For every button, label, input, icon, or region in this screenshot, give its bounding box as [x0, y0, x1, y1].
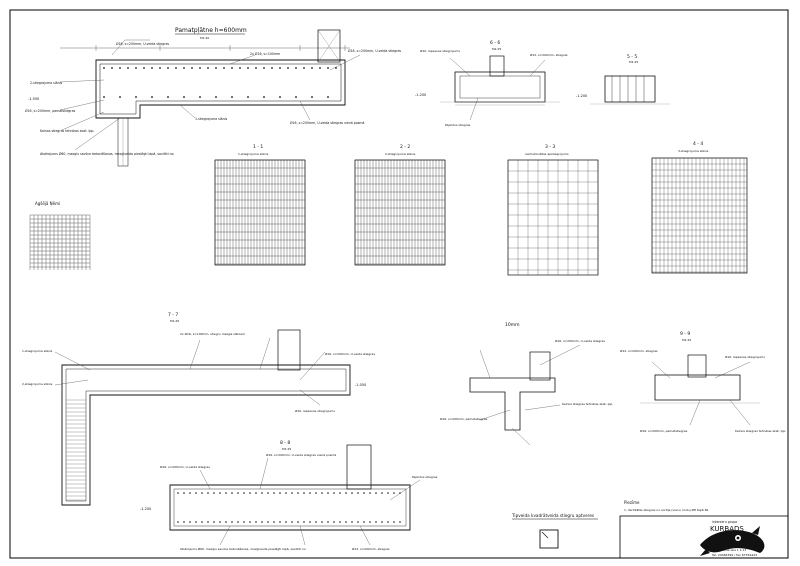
callout-8-8-e: Ø12, s=200mm, stiegras: [352, 546, 390, 551]
level-3: -1.200: [576, 94, 587, 98]
title-block: inženieru grupa KURBADS Rīga, Marsa iela…: [619, 515, 789, 559]
callout-9-d: Kalnos stiegras tehnikas skat. lpp.: [735, 429, 786, 433]
section-10: 10mm Ø16, s=200mm, U-veida stiegras Ø16,…: [440, 322, 613, 446]
notes-text: 1. Vertikālās stiegras no sortiļa (vienu…: [624, 507, 709, 512]
section-8-8: 8 - 8 M1:25 Ø16, s=200mm, U-veida stiegr…: [140, 440, 438, 551]
typical-stirrup-title: Tipveida kvadrātveida stiegru aptveres: [511, 513, 594, 518]
section-6-6: 6 - 6 M1:25 Ø10, lapsenes stiegrojums Ø1…: [415, 40, 568, 127]
section-5-5: 5 - 5 M1:25 -1.200: [576, 54, 670, 105]
callout-8-8-a: Ø16, s=200mm, U-veida stiegras: [160, 464, 210, 469]
section-6-6-scale: M1:25: [492, 47, 501, 51]
callout-5: Atsērojums Ø60, mezglu savilce betonēšan…: [40, 151, 174, 156]
callout-8-8-b: Ø16, s=200mm, U-veida stiegras vienā pos…: [266, 452, 336, 457]
level-2: -1.200: [415, 93, 426, 97]
company-address: Rīga, Marsa iela 1 k.13: [712, 548, 746, 552]
callout-9-a: Ø12, s=200mm, stiegras: [620, 348, 658, 353]
section-3-3: 3 - 3 restrukturētas apstiegrojums: [507, 144, 599, 276]
callout-4: Kalnos stiegras tehnikas skat. lpp.: [40, 129, 94, 133]
main-section-scale: M1:20: [200, 36, 209, 40]
section-9-9: 9 - 9 M1:25 Ø12, s=200mm, stiegras Ø10, …: [620, 331, 786, 433]
callout-12: Papildus stiegras: [445, 123, 471, 127]
callout-10-d: Kalnos stiegras tehnikas skat. lpp.: [562, 402, 613, 406]
callout-10: Ø10, lapsenes stiegrojums: [420, 48, 460, 53]
callout-10-c: Ø16, s=200mm, pamatstiegras: [440, 416, 488, 421]
typical-stirrup-detail: Tipveida kvadrātveida stiegru aptveres: [511, 513, 598, 549]
section-4-4-title: 4 - 4: [693, 141, 703, 147]
callout-8-8-d: Atsērojums Ø60, mezglu savilce betonēšan…: [180, 546, 306, 551]
callout-6: 1-stiegrojuma slānis: [195, 117, 228, 121]
company-contact: Tel. 29466399 / fax 67359443: [711, 553, 757, 557]
callout-7-7-c: 2x Ø16, s=100mm, stiegru mezgls slāniem: [180, 331, 245, 336]
section-8-8-scale: M1:25: [282, 447, 291, 451]
section-9-9-scale: M1:25: [682, 338, 691, 342]
notes-label: Piezīme: [624, 500, 640, 505]
callout-10-b: Ø16, s=200mm, U-veida stiegras: [555, 338, 605, 343]
callout-7-7-a: 1-stiegrojuma slānis: [22, 349, 53, 353]
section-7-7: 7 - 7 M1:25 1-stiegrojuma slānis 2-stieg…: [22, 312, 375, 506]
callout-2: 2-stiegrojuma slānis: [30, 81, 63, 85]
section-6-6-title: 6 - 6: [490, 40, 500, 46]
callout-3: Ø16, s=200mm, pamatstiegras: [25, 108, 76, 113]
callout-13: Ø16, s=200mm, U-veida stiegras vienā pos…: [290, 120, 365, 125]
callout-7-7-b: 2-stiegrojuma slānis: [22, 382, 53, 386]
slab-outline: [95, 59, 346, 119]
section-1-1-title: 1 - 1: [253, 144, 263, 150]
main-section-title: Pamatpļātne h=600mm: [175, 27, 247, 34]
section-5-5-title: 5 - 5: [627, 54, 637, 60]
anchor-detail-title: Agšējā Ņēmi: [35, 201, 60, 206]
callout-7: 2x Ø16, s=100mm: [250, 51, 280, 56]
section-8-8-title: 8 - 8: [280, 440, 290, 446]
kurbads-logo: [700, 526, 765, 556]
section-2-2: 2 - 2 2-stiegrojuma slānis: [354, 144, 446, 266]
section-3-3-note: restrukturētas apstiegrojums: [525, 152, 569, 156]
callout-7-7-d: Ø16, s=200mm, U-veida stiegras: [325, 351, 375, 356]
section-10-title: 10mm: [505, 322, 520, 328]
callout-8-8-c: Papildus stiegras: [412, 475, 438, 479]
company-tagline: inženieru grupa: [712, 520, 737, 524]
sheet-frame: [9, 9, 789, 559]
main-section-view: Pamatpļātne h=600mm M1:20: [25, 27, 401, 167]
callout-11: Ø12, s=200mm, stiegras: [530, 52, 568, 57]
section-7-7-title: 7 - 7: [168, 312, 178, 318]
anchor-detail: Agšējā Ņēmi: [29, 201, 91, 270]
callout-9-b: Ø10, lapsenes stiegrojums: [725, 354, 765, 359]
section-1-1: 1 - 1 1-stiegrojuma slānis: [214, 144, 306, 266]
company-name: KURBADS: [710, 525, 744, 533]
callout-9-c: Ø16, s=200mm, pamatstiegras: [640, 428, 688, 433]
section-5-5-scale: M1:25: [629, 60, 638, 64]
callout-7-7-e: Ø10, lapsenes stiegrojums: [295, 408, 335, 413]
section-7-7-scale: M1:25: [170, 319, 179, 323]
callout-9: Ø16, s=200mm, U-veida stiegras: [348, 48, 401, 53]
callout-1: Ø16, s=200mm, U-veida stiegras: [116, 41, 169, 46]
notes-block: Piezīme 1. Vertikālās stiegras no sortiļ…: [624, 500, 709, 512]
section-1-1-note: 1-stiegrojuma slānis: [238, 152, 269, 156]
section-9-9-title: 9 - 9: [680, 331, 690, 337]
section-4-4: 4 - 4 3-stiegrojuma slānis: [651, 141, 748, 274]
level-4: -1.050: [355, 383, 366, 387]
section-3-3-title: 3 - 3: [545, 144, 555, 150]
section-4-4-note: 3-stiegrojuma slānis: [678, 149, 709, 153]
section-2-2-note: 2-stiegrojuma slānis: [385, 152, 416, 156]
section-2-2-title: 2 - 2: [400, 144, 410, 150]
level-5: -1.200: [140, 507, 151, 511]
level-1: -1.550: [28, 97, 39, 101]
